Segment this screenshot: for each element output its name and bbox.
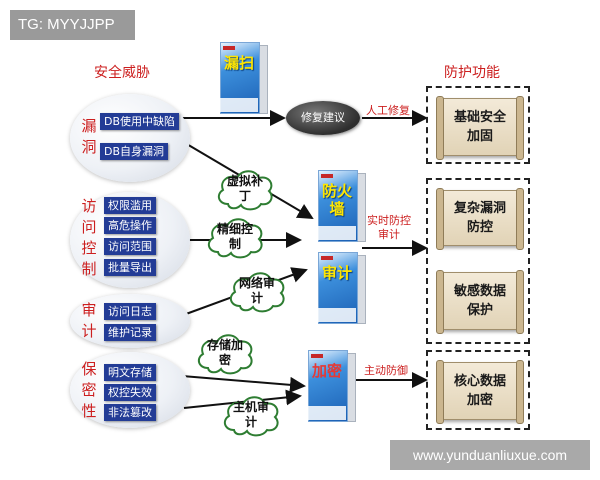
- chip-access-scope: 访问范围: [104, 238, 156, 255]
- chip-db-usage-defect: DB使用中缺陷: [100, 113, 180, 130]
- chip-db-own-vuln: DB自身漏洞: [100, 143, 169, 160]
- function-sensitive-data: 敏感数据保护: [436, 270, 524, 334]
- product-title: 防火墙: [321, 182, 352, 218]
- cloud-fine-control: 精细控制: [204, 214, 266, 260]
- repair-advice-node: 修复建议: [286, 101, 360, 135]
- group-label-access-control: 访问控制: [81, 197, 97, 278]
- frame-core: [426, 350, 530, 430]
- cloud-label: 网络审计: [238, 276, 275, 305]
- function-basic-hardening: 基础安全加固: [436, 96, 524, 160]
- functions-heading: 防护功能: [444, 65, 500, 81]
- cloud-shape-icon: [197, 334, 253, 375]
- group-label-audit: 审计: [81, 301, 97, 340]
- cloud-shape-icon: [229, 272, 285, 313]
- frame-basic: [426, 86, 530, 164]
- arrow-host-encrypt: [183, 389, 302, 409]
- label-realtime: 实时防控审计: [367, 214, 411, 241]
- chip-bulk-export: 批量导出: [104, 259, 156, 276]
- arrow-storage-encrypt: [181, 375, 306, 393]
- cloud-label: 存储加密: [206, 338, 243, 367]
- cloud-shape-icon: [223, 396, 279, 437]
- product-title: 加密: [311, 362, 342, 380]
- cloud-storage-encrypt: 存储加密: [194, 330, 256, 376]
- label-active-defense: 主动防御: [364, 364, 408, 377]
- group-vulnerability: [70, 94, 190, 182]
- cloud-virtual-patch: 虚拟补丁: [214, 166, 276, 212]
- cloud-shape-icon: [217, 170, 273, 211]
- chip-access-log: 访问日志: [104, 303, 156, 320]
- label-manual-fix: 人工修复: [366, 104, 410, 117]
- cloud-label: 虚拟补丁: [226, 174, 263, 203]
- product-title: 漏扫: [223, 54, 254, 72]
- cloud-host-audit: 主机审计: [220, 392, 282, 438]
- cloud-label: 主机审计: [232, 400, 269, 429]
- chip-permission-failure: 权控失效: [104, 384, 156, 401]
- cloud-shape-icon: [207, 218, 263, 259]
- watermark-top-left: TG: MYYJJPP: [10, 10, 135, 40]
- function-core-encrypt: 核心数据加密: [436, 360, 524, 424]
- group-label-vulnerability: 漏洞: [81, 117, 97, 156]
- cloud-label: 精细控制: [216, 222, 253, 251]
- function-complex-vuln: 复杂漏洞防控: [436, 188, 524, 250]
- chip-high-risk-op: 高危操作: [104, 217, 156, 234]
- group-label-confidentiality: 保密性: [81, 360, 97, 420]
- chip-privilege-abuse: 权限滥用: [104, 197, 156, 214]
- product-title: 审计: [321, 264, 352, 282]
- chip-maintenance-record: 维护记录: [104, 324, 156, 341]
- chip-plaintext-storage: 明文存储: [104, 364, 156, 381]
- threats-heading: 安全威胁: [94, 65, 150, 81]
- frame-complex-sensitive: [426, 178, 530, 344]
- chip-illegal-tamper: 非法篡改: [104, 404, 156, 421]
- watermark-bottom-right: www.yunduanliuxue.com: [390, 440, 590, 470]
- cloud-network-audit: 网络审计: [226, 268, 288, 314]
